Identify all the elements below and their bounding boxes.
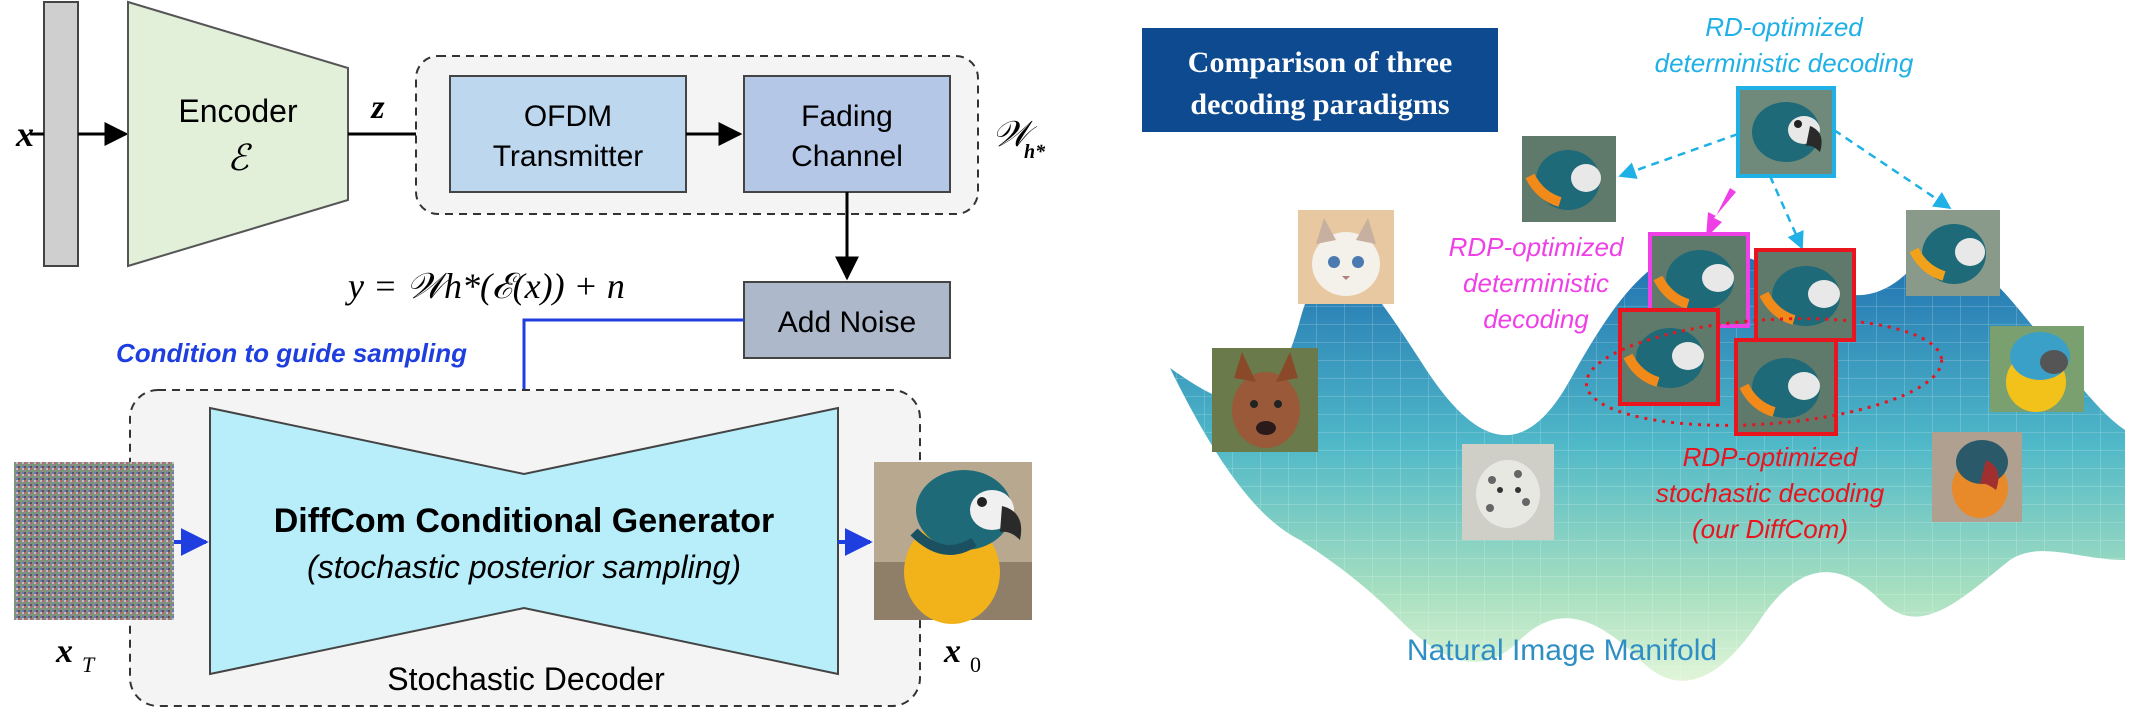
parrot-image [1932,432,2022,522]
channel-group-subscript: h* [1024,141,1046,163]
rdp-det-line3: decoding [1483,304,1589,334]
generator-subtitle: (stochastic posterior sampling) [307,549,741,585]
channel-equation: y = 𝒲h*(ℰ(x)) + n [345,266,625,306]
title-line1: Comparison of three [1188,46,1452,79]
parrot-image [1990,326,2084,412]
snow-leopard-image [1462,444,1554,540]
rd-arrow-left [1618,132,1739,179]
noise-var: x [55,633,73,670]
ofdm-line2: Transmitter [493,140,644,173]
encoder-block [127,0,349,268]
rdp-sto-parrot-image [1734,338,1838,436]
fading-channel-block [743,75,951,193]
input-bar [43,1,79,267]
rdp-sto-parrot-image [1618,308,1720,406]
rd-parrot-image [1736,86,1836,178]
add-noise-label: Add Noise [778,306,916,339]
encoder-title: Encoder [178,93,298,129]
condition-label: Condition to guide sampling [116,338,467,368]
rd-label-line2: deterministic decoding [1655,48,1914,78]
parrot-image [874,462,1032,624]
generator-title: DiffCom Conditional Generator [274,502,775,540]
ofdm-transmitter-block [449,75,687,193]
output-var: x [943,633,961,670]
input-var: x [15,114,34,154]
rdp-det-line2: deterministic [1463,268,1609,298]
rd-arrow-down [1768,175,1804,250]
rdp-sto-line3: (our DiffCom) [1692,514,1848,544]
add-noise-block [743,281,951,359]
encoder-symbol: ℰ [227,138,252,178]
latent-var: z [370,89,385,126]
parrot-image [1906,210,2000,296]
rdp-det-line1: RDP-optimized [1449,232,1625,262]
dog-image [1212,348,1318,452]
rdp-sto-line1: RDP-optimized [1683,442,1859,472]
noise-var-subscript: T [82,652,96,677]
parrot-image [1522,136,1616,222]
manifold-mesh [1170,248,2125,681]
rd-label-line1: RD-optimized [1705,12,1864,42]
generator-block [209,406,839,676]
title-box [1142,28,1498,132]
output-var-subscript: 0 [970,652,981,677]
rdp-det-pointer [1706,188,1736,238]
fading-line2: Channel [791,140,903,173]
rdp-sto-line2: stochastic decoding [1656,478,1885,508]
right-panel: Comparison of three decoding paradigms R… [1142,12,2125,681]
cat-image [1298,210,1394,304]
left-panel: x Encoder ℰ z 𝒲 h* OFDM Transmitter Fadi… [14,0,1046,707]
title-line2: decoding paradigms [1190,88,1449,121]
ofdm-line1: OFDM [524,100,612,133]
noise-image [14,462,174,620]
rd-arrow-right [1833,128,1952,210]
rdp-sto-parrot-image [1754,248,1856,342]
fading-line1: Fading [801,100,893,133]
rdp-sto-cluster [1584,317,1944,427]
decoder-label: Stochastic Decoder [387,661,665,697]
manifold-label: Natural Image Manifold [1407,634,1717,667]
